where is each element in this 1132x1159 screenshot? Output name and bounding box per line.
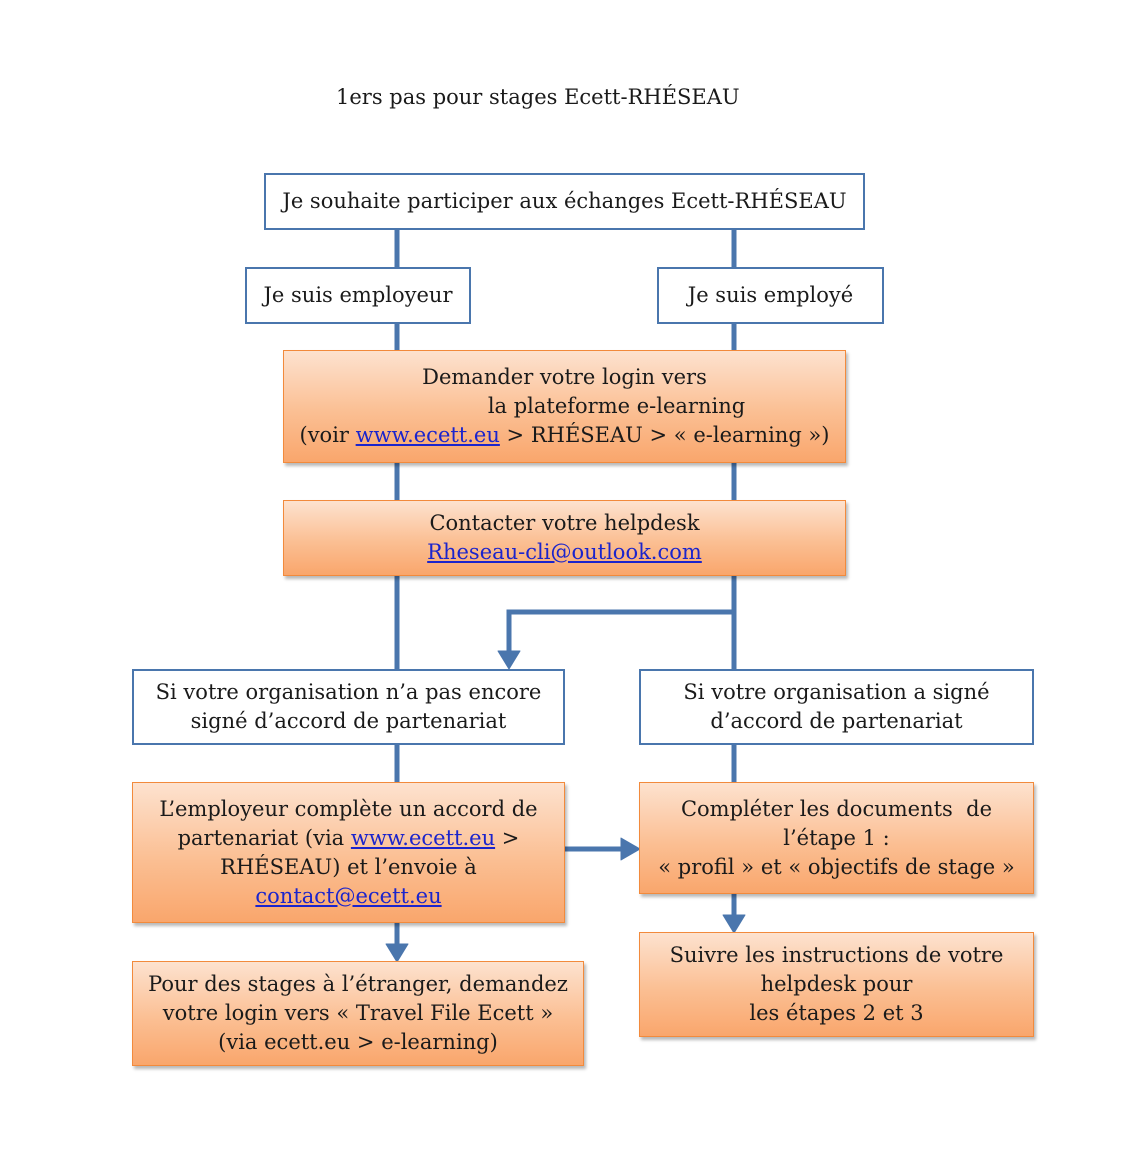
connector-branch-to-notsigned bbox=[506, 609, 734, 652]
arrowhead-notsigned bbox=[497, 650, 521, 670]
node-steps23: Suivre les instructions de votre helpdes… bbox=[639, 932, 1034, 1037]
node-abroad-line2: votre login vers « Travel File Ecett » bbox=[162, 1001, 554, 1025]
node-abroad-line3: (via ecett.eu > e-learning) bbox=[218, 1030, 498, 1054]
helpdesk-email-link[interactable]: Rheseau-cli@outlook.com bbox=[427, 540, 702, 564]
node-start: Je souhaite participer aux échanges Ecet… bbox=[264, 173, 865, 230]
node-abroad: Pour des stages à l’étranger, demandez v… bbox=[132, 961, 584, 1066]
node-helpdesk: Contacter votre helpdesk Rheseau-cli@out… bbox=[283, 500, 846, 576]
page-title: 1ers pas pour stages Ecett-RHÉSEAU bbox=[336, 85, 740, 109]
arrowhead-steps23 bbox=[722, 914, 746, 934]
node-employee-text: Je suis employé bbox=[687, 283, 854, 307]
node-employer: Je suis employeur bbox=[245, 267, 471, 324]
node-steps23-line3: les étapes 2 et 3 bbox=[749, 1001, 924, 1025]
arrowhead-step1 bbox=[620, 837, 641, 861]
node-agreement-line1: L’employeur complète un accord de bbox=[159, 796, 538, 821]
node-agreement-line2-post: > bbox=[495, 825, 520, 850]
contact-email-link[interactable]: contact@ecett.eu bbox=[255, 883, 442, 908]
ecett-website-link-agreement[interactable]: www.ecett.eu bbox=[350, 825, 496, 850]
node-steps23-line1: Suivre les instructions de votre bbox=[669, 943, 1004, 967]
node-agreement-line3: RHÉSEAU) et l’envoie à bbox=[220, 854, 477, 879]
node-login-line3: (voir www.ecett.eu > RHÉSEAU > « e-learn… bbox=[300, 421, 830, 450]
node-signed-line2: d’accord de partenariat bbox=[710, 709, 963, 733]
node-login-line3-post: > RHÉSEAU > « e-learning ») bbox=[499, 423, 830, 447]
node-agreement-line2: partenariat (via www.ecett.eu > bbox=[178, 824, 520, 853]
node-login: Demander votre login vers la plateforme … bbox=[283, 350, 846, 463]
node-signed: Si votre organisation a signé d’accord d… bbox=[639, 669, 1034, 745]
node-login-line1: Demander votre login vers bbox=[422, 365, 707, 389]
node-helpdesk-line1: Contacter votre helpdesk bbox=[429, 511, 700, 535]
node-step1-line1: Compléter les documents de bbox=[680, 796, 993, 821]
node-steps23-line2: helpdesk pour bbox=[760, 972, 913, 996]
node-employer-text: Je suis employeur bbox=[263, 283, 453, 307]
ecett-website-link[interactable]: www.ecett.eu bbox=[355, 423, 500, 447]
node-login-line3-pre: (voir bbox=[299, 423, 356, 447]
node-login-line2: la plateforme e-learning bbox=[487, 394, 746, 418]
node-abroad-line1: Pour des stages à l’étranger, demandez bbox=[148, 972, 568, 996]
node-step1-line2: l’étape 1 : bbox=[783, 825, 890, 850]
node-employee: Je suis employé bbox=[657, 267, 884, 324]
node-not-signed: Si votre organisation n’a pas encore sig… bbox=[132, 669, 565, 745]
node-not-signed-line1: Si votre organisation n’a pas encore bbox=[155, 680, 542, 704]
node-agreement: L’employeur complète un accord de parten… bbox=[132, 782, 565, 923]
node-signed-line1: Si votre organisation a signé bbox=[683, 680, 990, 704]
node-agreement-line2-pre: partenariat (via bbox=[177, 825, 351, 850]
node-not-signed-line2: signé d’accord de partenariat bbox=[190, 709, 507, 733]
node-step1-line3: « profil » et « objectifs de stage » bbox=[658, 854, 1015, 879]
arrowhead-abroad bbox=[385, 943, 409, 963]
node-step1: Compléter les documents de l’étape 1 : «… bbox=[639, 782, 1034, 894]
node-start-text: Je souhaite participer aux échanges Ecet… bbox=[282, 189, 847, 213]
